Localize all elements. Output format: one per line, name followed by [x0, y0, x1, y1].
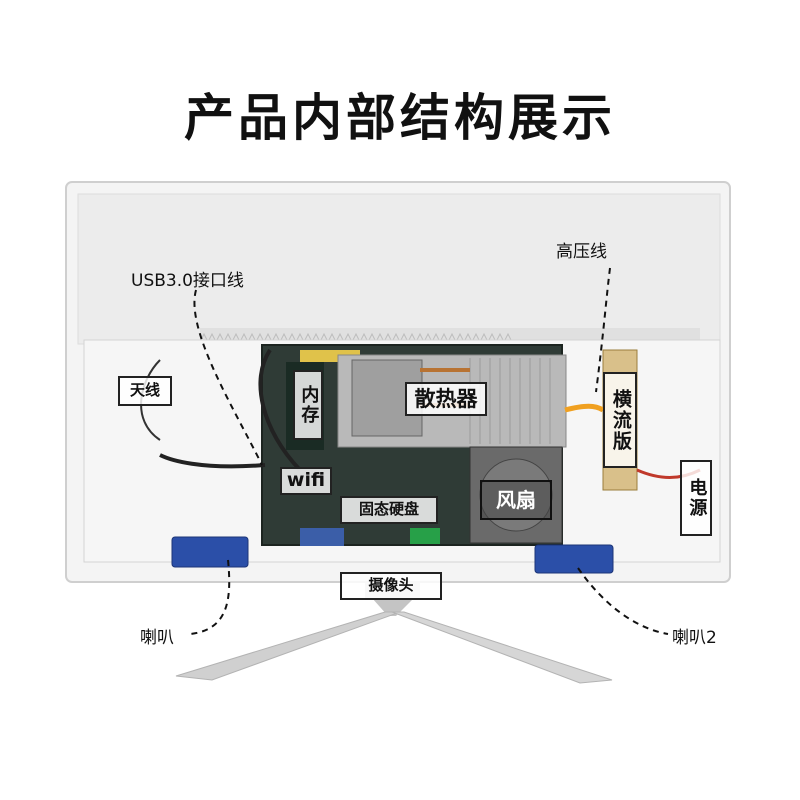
tag-fan: 风扇 — [480, 480, 552, 520]
tag-wifi: wifi — [280, 467, 332, 495]
monitor-top-panel — [77, 193, 721, 345]
cpu-plate — [351, 359, 423, 437]
callout-usb-cable: USB3.0接口线 — [131, 271, 244, 291]
callout-speaker-right: 喇叭2 — [672, 628, 717, 648]
vga-port — [300, 528, 344, 546]
leader-lines — [189, 267, 669, 635]
callout-high-voltage-cable: 高压线 — [556, 242, 607, 262]
tag-inverter-board: 横流版 — [603, 372, 637, 468]
tag-heatsink: 散热器 — [405, 382, 487, 416]
tag-memory: 内存 — [293, 370, 323, 440]
speaker-right — [534, 544, 614, 574]
speaker-left — [171, 536, 249, 568]
tag-ssd: 固态硬盘 — [340, 496, 438, 524]
tag-antenna: 天线 — [118, 376, 172, 406]
antenna-cable — [159, 453, 266, 469]
page-title: 产品内部结构展示 — [184, 89, 616, 147]
audio-port — [410, 528, 440, 544]
callout-speaker-left: 喇叭 — [140, 628, 174, 648]
hv-cable — [564, 403, 605, 413]
usb-cable — [258, 348, 302, 472]
tag-power-supply: 电源 — [680, 460, 712, 536]
tag-camera: 摄像头 — [340, 572, 442, 600]
vent-strip — [199, 328, 700, 344]
